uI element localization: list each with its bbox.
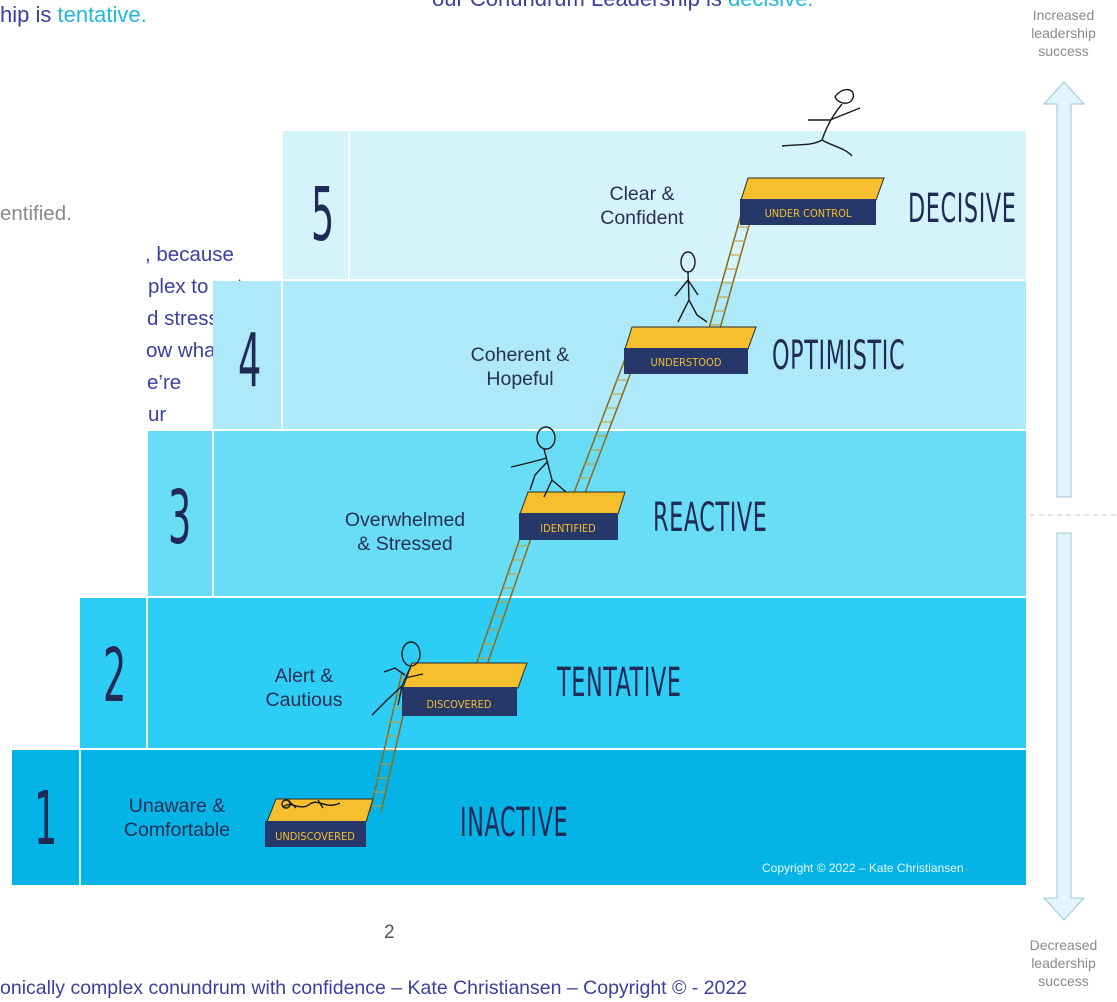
step-number-cell bbox=[283, 131, 350, 279]
descriptor-line: Unaware & bbox=[128, 795, 226, 817]
state-label-decisive: DECISIVE bbox=[908, 186, 1017, 232]
step-number: 5 bbox=[311, 172, 335, 258]
step-number-cell bbox=[12, 750, 81, 885]
side-label-line: Increased bbox=[1032, 7, 1095, 23]
step-2 bbox=[80, 598, 1026, 748]
descriptor-line: & Stressed bbox=[357, 533, 453, 555]
descriptor-line: Comfortable bbox=[123, 819, 231, 841]
top-left-prefix: hip is bbox=[0, 2, 58, 27]
descriptor-line: Clear & bbox=[609, 183, 675, 205]
platform-label: UNDISCOVERED bbox=[275, 830, 355, 843]
side-label-line: success bbox=[1038, 973, 1089, 989]
step-descriptor: Alert & Cautious bbox=[249, 664, 359, 712]
step-number: 4 bbox=[238, 318, 262, 404]
step-descriptor: Clear & Confident bbox=[572, 182, 712, 230]
figure-peeking bbox=[371, 641, 424, 716]
left-text-line: e’re bbox=[147, 371, 182, 394]
left-text-line-identified: entified. bbox=[0, 202, 72, 225]
top-right-statement: our Conundrum Leadership is decisive. bbox=[432, 0, 814, 12]
descriptor-line: Cautious bbox=[265, 689, 343, 711]
state-label-tentative: TENTATIVE bbox=[557, 660, 682, 706]
step-number: 1 bbox=[34, 776, 58, 862]
arrow-up-icon bbox=[1042, 81, 1086, 498]
left-text-line: , because bbox=[145, 243, 234, 266]
step-number: 2 bbox=[103, 633, 127, 719]
arrow-down-icon bbox=[1042, 532, 1086, 921]
platform-label: IDENTIFIED bbox=[540, 522, 596, 535]
figure-stressed bbox=[510, 426, 567, 498]
platform-label: DISCOVERED bbox=[426, 698, 491, 711]
side-label-line: success bbox=[1038, 43, 1089, 59]
descriptor-line: Hopeful bbox=[486, 368, 554, 390]
left-text-line: ow what bbox=[146, 339, 222, 362]
descriptor-line: Confident bbox=[600, 207, 684, 229]
state-label-optimistic: OPTIMISTIC bbox=[772, 333, 906, 379]
side-label-line: Decreased bbox=[1029, 937, 1098, 953]
step-4 bbox=[213, 281, 1026, 429]
step-number-cell bbox=[213, 281, 283, 429]
page-number: 2 bbox=[384, 922, 395, 943]
step-descriptor: Coherent & Hopeful bbox=[445, 343, 595, 391]
platform-undiscovered: UNDISCOVERED bbox=[265, 798, 374, 847]
platform-label: UNDER CONTROL bbox=[765, 207, 852, 220]
footer-text: onically complex conundrum with confiden… bbox=[0, 977, 748, 999]
step-number-cell bbox=[80, 598, 148, 748]
step-number: 3 bbox=[168, 475, 192, 561]
figure-lying bbox=[281, 799, 341, 809]
side-label-line: leadership bbox=[1031, 955, 1096, 971]
step-1 bbox=[12, 750, 1026, 885]
descriptor-line: Overwhelmed bbox=[344, 509, 466, 531]
platform-identified: IDENTIFIED bbox=[519, 491, 626, 540]
step-number-cell bbox=[148, 431, 214, 596]
diagram-copyright: Copyright © 2022 – Kate Christiansen bbox=[762, 861, 964, 875]
step-descriptor: Overwhelmed & Stressed bbox=[325, 508, 485, 556]
top-right-prefix: our Conundrum Leadership is bbox=[432, 0, 728, 11]
state-label-inactive: INACTIVE bbox=[460, 800, 569, 846]
top-left-accent: tentative. bbox=[57, 2, 147, 27]
decreased-success-label: Decreased leadership success bbox=[1010, 936, 1117, 990]
platform-under-control: UNDER CONTROL bbox=[740, 177, 885, 225]
figure-walking bbox=[674, 251, 708, 323]
left-text-line: ur bbox=[148, 403, 167, 426]
step-descriptor: Unaware & Comfortable bbox=[107, 794, 247, 842]
descriptor-line: Coherent & bbox=[470, 344, 570, 366]
increased-success-label: Increased leadership success bbox=[1010, 6, 1117, 60]
state-label-reactive: REACTIVE bbox=[653, 495, 768, 541]
platform-understood: UNDERSTOOD bbox=[624, 326, 757, 374]
top-right-accent: decisive. bbox=[728, 0, 814, 11]
platform-discovered: DISCOVERED bbox=[402, 662, 528, 716]
figure-leaping bbox=[781, 88, 861, 157]
side-label-line: leadership bbox=[1031, 25, 1096, 41]
top-left-statement: hip is tentative. bbox=[0, 2, 147, 28]
platform-label: UNDERSTOOD bbox=[651, 356, 722, 369]
step-5 bbox=[283, 131, 1026, 279]
descriptor-line: Alert & bbox=[274, 665, 334, 687]
